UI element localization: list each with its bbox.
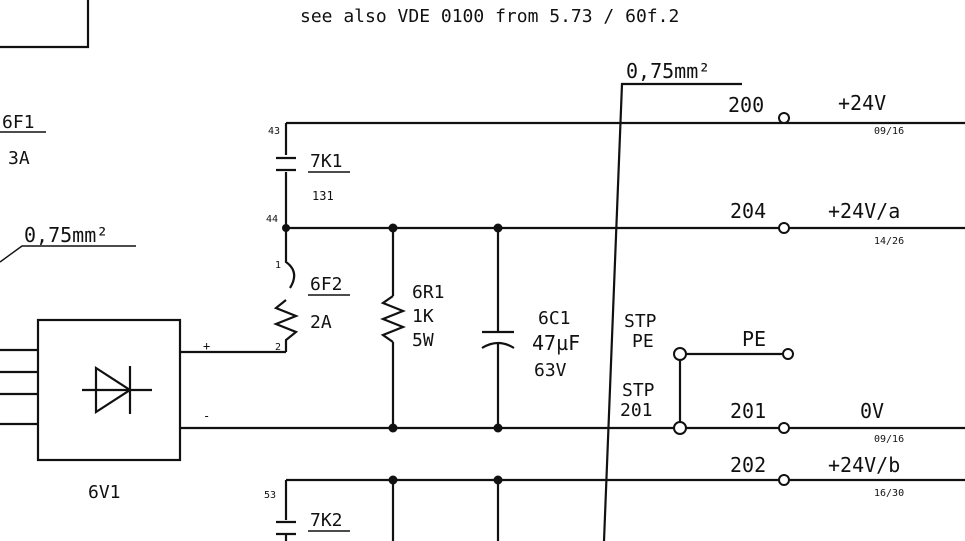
pin-plus: + bbox=[203, 339, 210, 353]
resistor-6r1-power: 5W bbox=[412, 330, 434, 351]
top-wire-size: 0,75mm² bbox=[602, 59, 742, 541]
fuse-6f1-rating: 3A bbox=[8, 148, 30, 169]
diode-symbol bbox=[94, 365, 133, 415]
terminal-204-number: 204 bbox=[730, 199, 766, 223]
terminal-201-number: 201 bbox=[730, 399, 766, 423]
junction-c-lower bbox=[493, 475, 503, 485]
junction-r-lower bbox=[388, 475, 398, 485]
fuse-6f1: 6F1 3A bbox=[0, 112, 46, 169]
pin-1: 1 bbox=[275, 260, 281, 271]
capacitor-6c1-voltage: 63V bbox=[534, 360, 567, 381]
capacitor-6c1-value: 47µF bbox=[532, 331, 580, 355]
rectifier-6v1-name: 6V1 bbox=[88, 482, 121, 503]
terminal-200-pin bbox=[778, 112, 790, 124]
terminal-201-pin bbox=[778, 422, 790, 434]
top-wire-size-label: 0,75mm² bbox=[626, 59, 710, 83]
vde-note: see also VDE 0100 from 5.73 / 60f.2 bbox=[300, 6, 679, 27]
pin-minus: - bbox=[203, 409, 210, 423]
resistor-6r1-value: 1K bbox=[412, 306, 434, 327]
stp-pe: STP PE PE bbox=[624, 311, 794, 361]
pin-53: 53 bbox=[264, 490, 276, 501]
terminal-204-signal: +24V/a bbox=[828, 199, 900, 223]
terminal-201-signal: 0V bbox=[860, 399, 884, 423]
terminal-204-ref: 14/26 bbox=[874, 236, 904, 247]
pin-2: 2 bbox=[275, 342, 281, 353]
terminal-200-signal: +24V bbox=[838, 91, 886, 115]
rectifier-6v1: 6V1 bbox=[36, 318, 182, 503]
terminal-202: 202 +24V/b 16/30 bbox=[730, 453, 904, 499]
terminal-200-ref: 09/16 bbox=[874, 126, 904, 137]
contact-7k2: 7K2 bbox=[276, 510, 350, 541]
resistor-6r1-zigzag bbox=[380, 295, 406, 343]
fuse-6f2-name: 6F2 bbox=[310, 274, 343, 295]
terminal-202-ref: 16/30 bbox=[874, 488, 904, 499]
stp-pe-line2: PE bbox=[632, 331, 654, 352]
junction-chain-204 bbox=[282, 224, 290, 232]
left-wire-size: 0,75mm² bbox=[0, 223, 136, 263]
stp-201-line2: 201 bbox=[620, 400, 653, 421]
junction-r-top bbox=[388, 223, 398, 233]
stp-201: STP 201 bbox=[620, 380, 687, 435]
fuse-6f2-link bbox=[284, 240, 296, 289]
terminal-202-number: 202 bbox=[730, 453, 766, 477]
terminal-204: 204 +24V/a 14/26 bbox=[730, 199, 904, 247]
left-wire-size-label: 0,75mm² bbox=[24, 223, 108, 247]
pe-terminal bbox=[782, 348, 794, 360]
fuse-6f2-zigzag bbox=[273, 299, 299, 352]
junction-c-top bbox=[493, 223, 503, 233]
capacitor-6c1-name: 6C1 bbox=[538, 308, 571, 329]
fuse-6f2-rating: 2A bbox=[310, 312, 332, 333]
resistor-6r1-name: 6R1 bbox=[412, 282, 445, 303]
stp-201-terminal bbox=[673, 421, 687, 435]
fuse-6f2: 6F2 2A bbox=[273, 240, 350, 352]
fuse-6f1-name: 6F1 bbox=[2, 112, 35, 133]
pe-terminal-label: PE bbox=[742, 327, 766, 351]
top-wire-size-leader bbox=[602, 82, 742, 541]
rectifier-box bbox=[36, 318, 182, 462]
pin-43: 43 bbox=[268, 126, 280, 137]
contact-7k1-name: 7K1 bbox=[310, 151, 343, 172]
terminal-201-ref: 09/16 bbox=[874, 434, 904, 445]
terminal-202-pin bbox=[778, 474, 790, 486]
contact-7k1-ref: 131 bbox=[312, 189, 334, 203]
terminal-201: 201 0V 09/16 bbox=[730, 399, 904, 445]
stp-pe-line1: STP bbox=[624, 311, 657, 332]
left-wire-size-leader bbox=[0, 245, 136, 263]
contact-7k2-name: 7K2 bbox=[310, 510, 343, 531]
top-left-box-frame bbox=[0, 0, 90, 49]
pin-44: 44 bbox=[266, 214, 278, 225]
junction-r-bottom bbox=[388, 423, 398, 433]
stp-201-line1: STP bbox=[622, 380, 655, 401]
capacitor-6c1: 6C1 47µF 63V bbox=[481, 223, 580, 541]
terminal-200-number: 200 bbox=[728, 93, 764, 117]
terminal-202-signal: +24V/b bbox=[828, 453, 900, 477]
resistor-6r1: 6R1 1K 5W bbox=[380, 223, 445, 541]
stp-pe-terminal bbox=[673, 347, 687, 361]
terminal-200: 200 +24V 09/16 bbox=[728, 91, 904, 137]
terminal-204-pin bbox=[778, 222, 790, 234]
contact-7k1: 7K1 131 bbox=[276, 151, 350, 203]
junction-c-bottom bbox=[493, 423, 503, 433]
